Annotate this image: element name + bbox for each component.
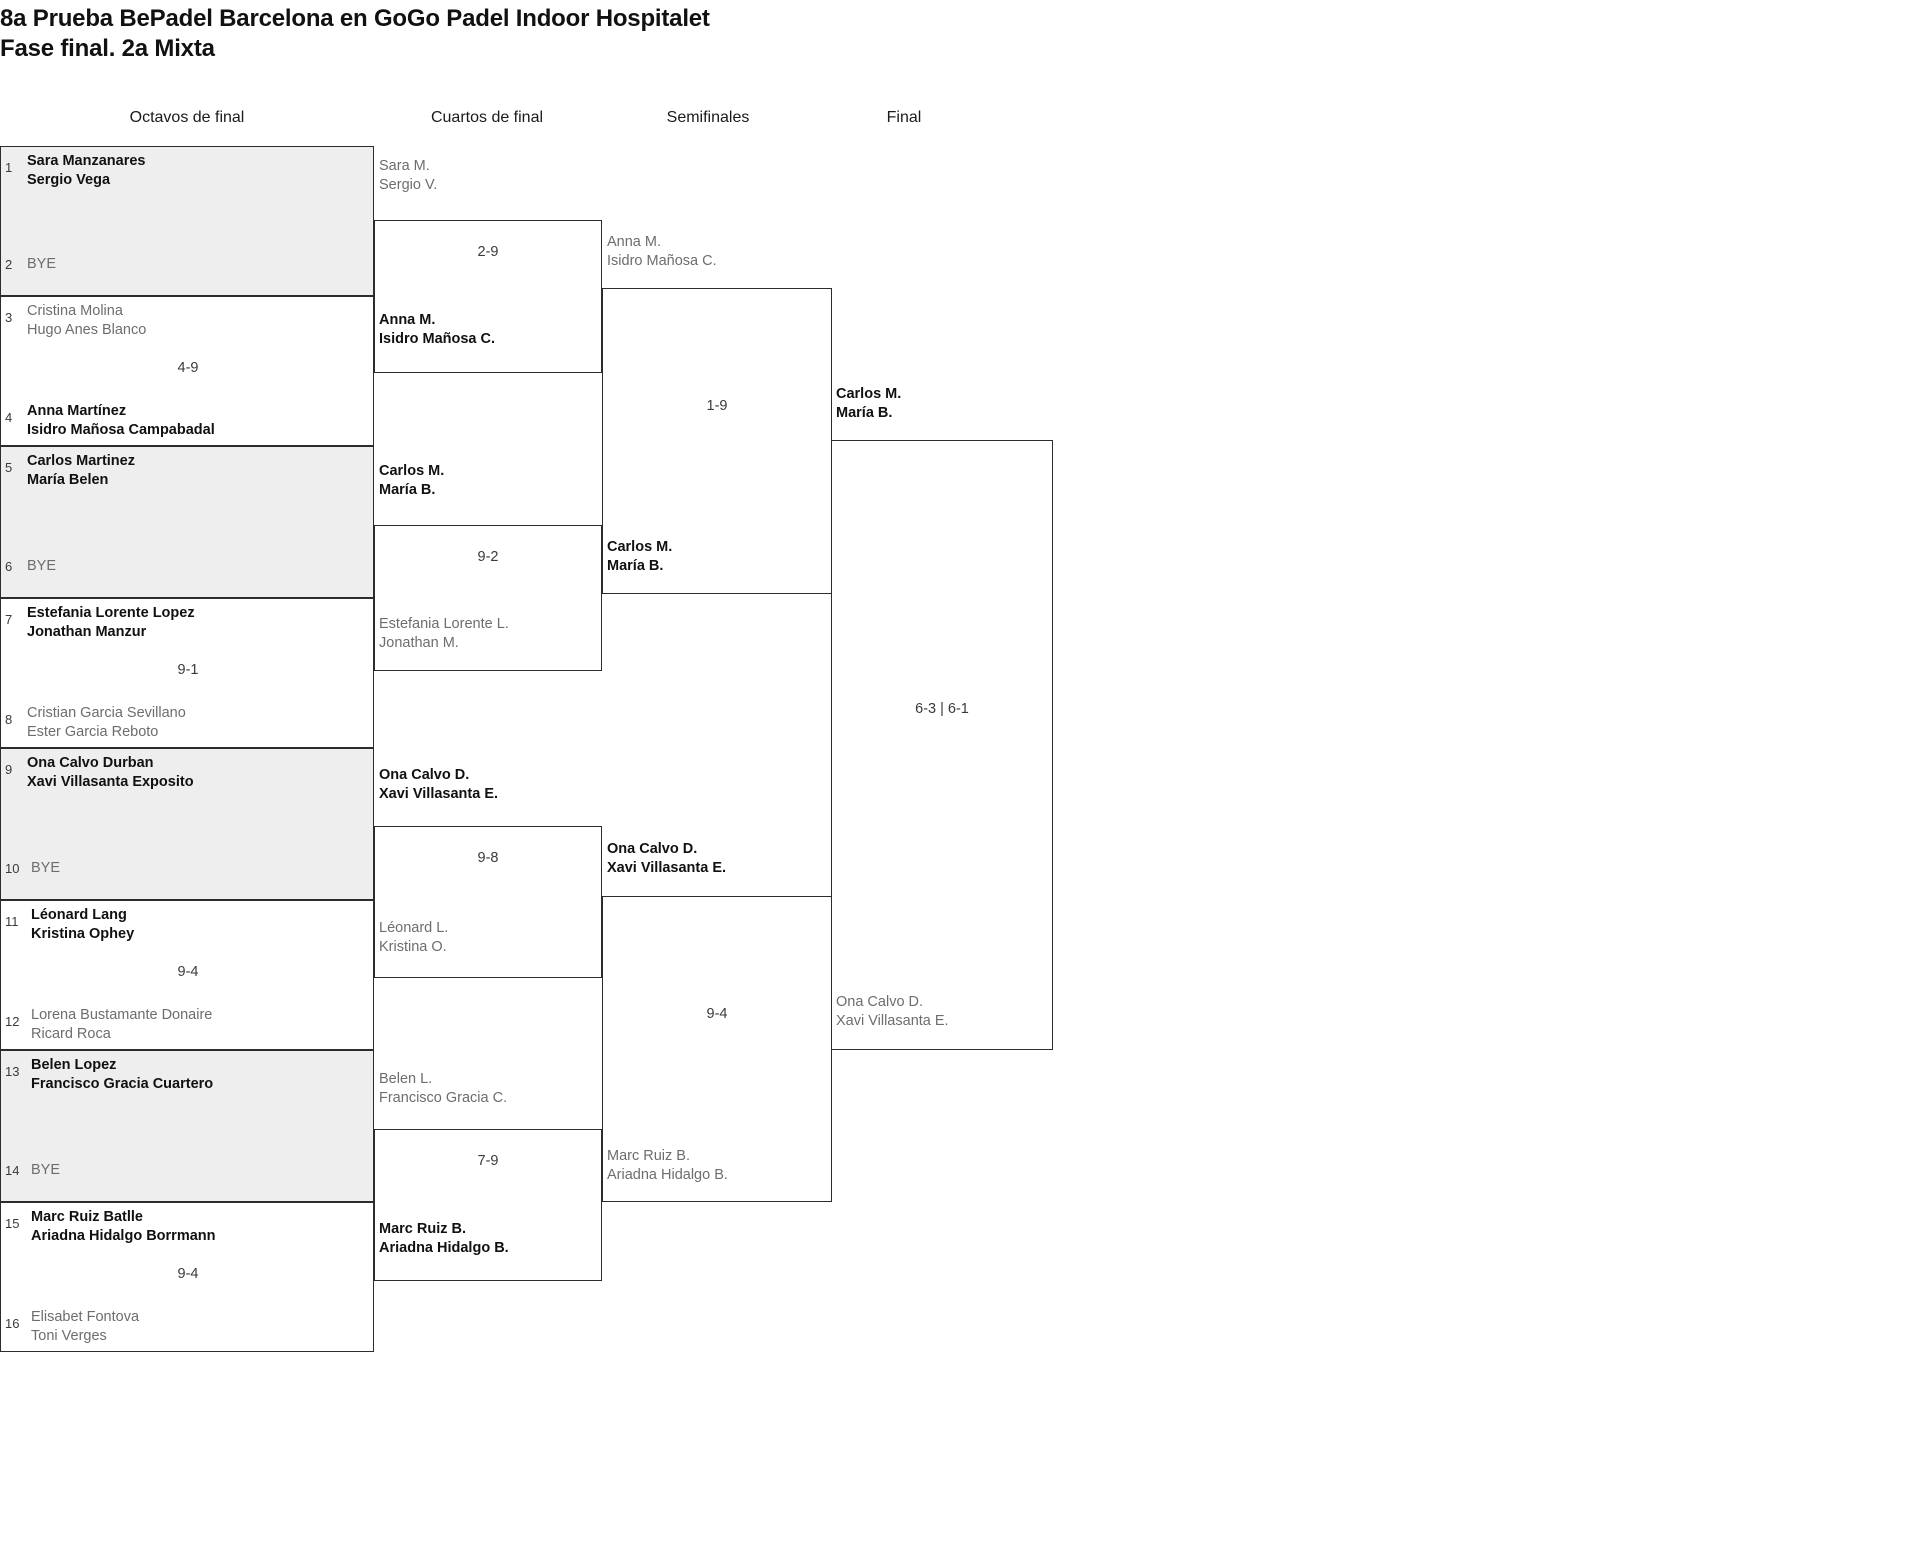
team-names: Léonard Lang Kristina Ophey [31, 907, 135, 942]
qf-match-box-1[interactable] [374, 220, 602, 373]
r16-score-8: 9-4 [177, 1266, 199, 1282]
qf-entry-5[interactable]: Ona Calvo D. Xavi Villasanta E. [379, 767, 499, 802]
r16-pair-7[interactable]: 13 Belen Lopez Francisco Gracia Cuartero… [0, 1050, 374, 1202]
team-names: Marc Ruiz Batlle Ariadna Hidalgo Borrman… [31, 1209, 216, 1244]
sf-score-2: 9-4 [706, 1006, 728, 1022]
r16-pair-3[interactable]: 5 Carlos Martinez María Belen 6 BYE [0, 446, 374, 598]
qf-score-4: 7-9 [477, 1153, 499, 1169]
qf-match-box-2[interactable] [374, 525, 602, 671]
team-names: Ona Calvo Durban Xavi Villasanta Exposit… [27, 755, 194, 790]
r16-score-4: 9-1 [177, 662, 199, 678]
bye-label: BYE [31, 860, 61, 876]
seed-number: 15 [5, 1216, 20, 1231]
seed-number: 10 [5, 861, 20, 876]
r16-pair-5[interactable]: 9 Ona Calvo Durban Xavi Villasanta Expos… [0, 748, 374, 900]
r16-pair-8[interactable]: 15 Marc Ruiz Batlle Ariadna Hidalgo Borr… [0, 1202, 374, 1352]
team-names: Cristina Molina Hugo Anes Blanco [27, 303, 147, 338]
round-header-cuartos: Cuartos de final [430, 109, 544, 126]
qf-entry-3[interactable]: Carlos M. María B. [379, 463, 445, 498]
seed-number: 6 [5, 559, 13, 574]
seed-number: 7 [5, 612, 13, 627]
seed-number: 4 [5, 410, 13, 425]
sf-entry-4[interactable]: Marc Ruiz B. Ariadna Hidalgo B. [607, 1148, 728, 1183]
qf-match-box-4[interactable] [374, 1129, 602, 1281]
team-names: Lorena Bustamante Donaire Ricard Roca [31, 1007, 213, 1042]
qf-score-3: 9-8 [477, 850, 499, 866]
tournament-title-line-1: 8a Prueba BePadel Barcelona en GoGo Pade… [0, 5, 710, 32]
qf-entry-4[interactable]: Estefania Lorente L. Jonathan M. [379, 616, 509, 651]
seed-number: 13 [5, 1064, 20, 1079]
sf-match-box-1[interactable] [602, 288, 832, 594]
sf-entry-3[interactable]: Ona Calvo D. Xavi Villasanta E. [607, 841, 727, 876]
r16-pair-2[interactable]: 3 Cristina Molina Hugo Anes Blanco 4-9 4… [0, 296, 374, 446]
r16-pair-6[interactable]: 11 Léonard Lang Kristina Ophey 9-4 12 Lo… [0, 900, 374, 1050]
qf-entry-6[interactable]: Léonard L. Kristina O. [379, 920, 449, 955]
tournament-title-line-2: Fase final. 2a Mixta [0, 35, 215, 62]
seed-number: 11 [5, 914, 19, 929]
bye-label: BYE [31, 1162, 61, 1178]
seed-number: 14 [5, 1163, 20, 1178]
team-names: Carlos Martinez María Belen [27, 453, 135, 488]
bye-label: BYE [27, 256, 57, 272]
seed-number: 2 [5, 257, 13, 272]
seed-number: 9 [5, 762, 13, 777]
qf-entry-1[interactable]: Sara M. Sergio V. [379, 158, 438, 193]
final-entry-1[interactable]: Carlos M. María B. [836, 386, 902, 421]
seed-number: 1 [5, 160, 13, 175]
final-entry-2[interactable]: Ona Calvo D. Xavi Villasanta E. [836, 994, 949, 1029]
r16-score-2: 4-9 [177, 360, 199, 376]
r16-pair-1[interactable]: 1 Sara Manzanares Sergio Vega 2 BYE [0, 146, 374, 296]
team-names: Elisabet Fontova Toni Verges [31, 1309, 140, 1344]
sf-entry-2[interactable]: Carlos M. María B. [607, 539, 673, 574]
qf-entry-7[interactable]: Belen L. Francisco Gracia C. [379, 1071, 508, 1106]
qf-score-1: 2-9 [477, 244, 499, 260]
team-names: Anna Martínez Isidro Mañosa Campabadal [27, 403, 215, 438]
r16-pair-4[interactable]: 7 Estefania Lorente Lopez Jonathan Manzu… [0, 598, 374, 748]
round-header-semifinales: Semifinales [666, 109, 750, 126]
qf-entry-2[interactable]: Anna M. Isidro Mañosa C. [379, 312, 496, 347]
page-title: 8a Prueba BePadel Barcelona en GoGo Pade… [0, 4, 1200, 64]
team-names: Cristian Garcia Sevillano Ester Garcia R… [27, 705, 186, 740]
r16-score-6: 9-4 [177, 964, 199, 980]
seed-number: 5 [5, 460, 13, 475]
qf-match-box-3[interactable] [374, 826, 602, 978]
seed-number: 3 [5, 310, 13, 325]
bye-label: BYE [27, 558, 57, 574]
team-names: Sara Manzanares Sergio Vega [27, 153, 146, 188]
team-names: Estefania Lorente Lopez Jonathan Manzur [27, 605, 195, 640]
qf-score-2: 9-2 [477, 549, 499, 565]
seed-number: 8 [5, 712, 13, 727]
final-match-box[interactable] [831, 440, 1053, 1050]
round-header-final: Final [886, 109, 922, 126]
round-header-octavos: Octavos de final [129, 109, 245, 126]
seed-number: 12 [5, 1014, 20, 1029]
sf-match-box-2[interactable] [602, 896, 832, 1202]
seed-number: 16 [5, 1316, 20, 1331]
qf-entry-8[interactable]: Marc Ruiz B. Ariadna Hidalgo B. [379, 1221, 509, 1256]
sf-entry-1[interactable]: Anna M. Isidro Mañosa C. [607, 234, 717, 269]
final-score: 6-3 | 6-1 [915, 701, 969, 717]
team-names: Belen Lopez Francisco Gracia Cuartero [31, 1057, 214, 1092]
sf-score-1: 1-9 [706, 398, 728, 414]
